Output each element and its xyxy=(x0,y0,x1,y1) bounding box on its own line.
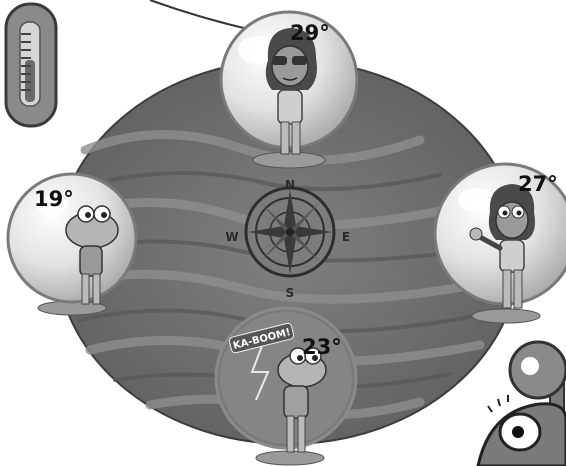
temp-east: 27° xyxy=(518,172,558,196)
compass-south-label: S xyxy=(286,286,295,300)
station-south[interactable]: KA-BOOM! 23° xyxy=(216,308,356,465)
corner-creature xyxy=(478,342,566,466)
callout-line xyxy=(150,0,252,30)
thermometer-icon[interactable] xyxy=(6,4,56,126)
compass-north-label: N xyxy=(285,178,295,192)
temp-north: 29° xyxy=(290,21,330,45)
compass-west-label: W xyxy=(225,230,238,244)
temp-south: 23° xyxy=(302,335,342,359)
temp-west: 19° xyxy=(34,187,74,211)
compass-east-label: E xyxy=(342,230,350,244)
